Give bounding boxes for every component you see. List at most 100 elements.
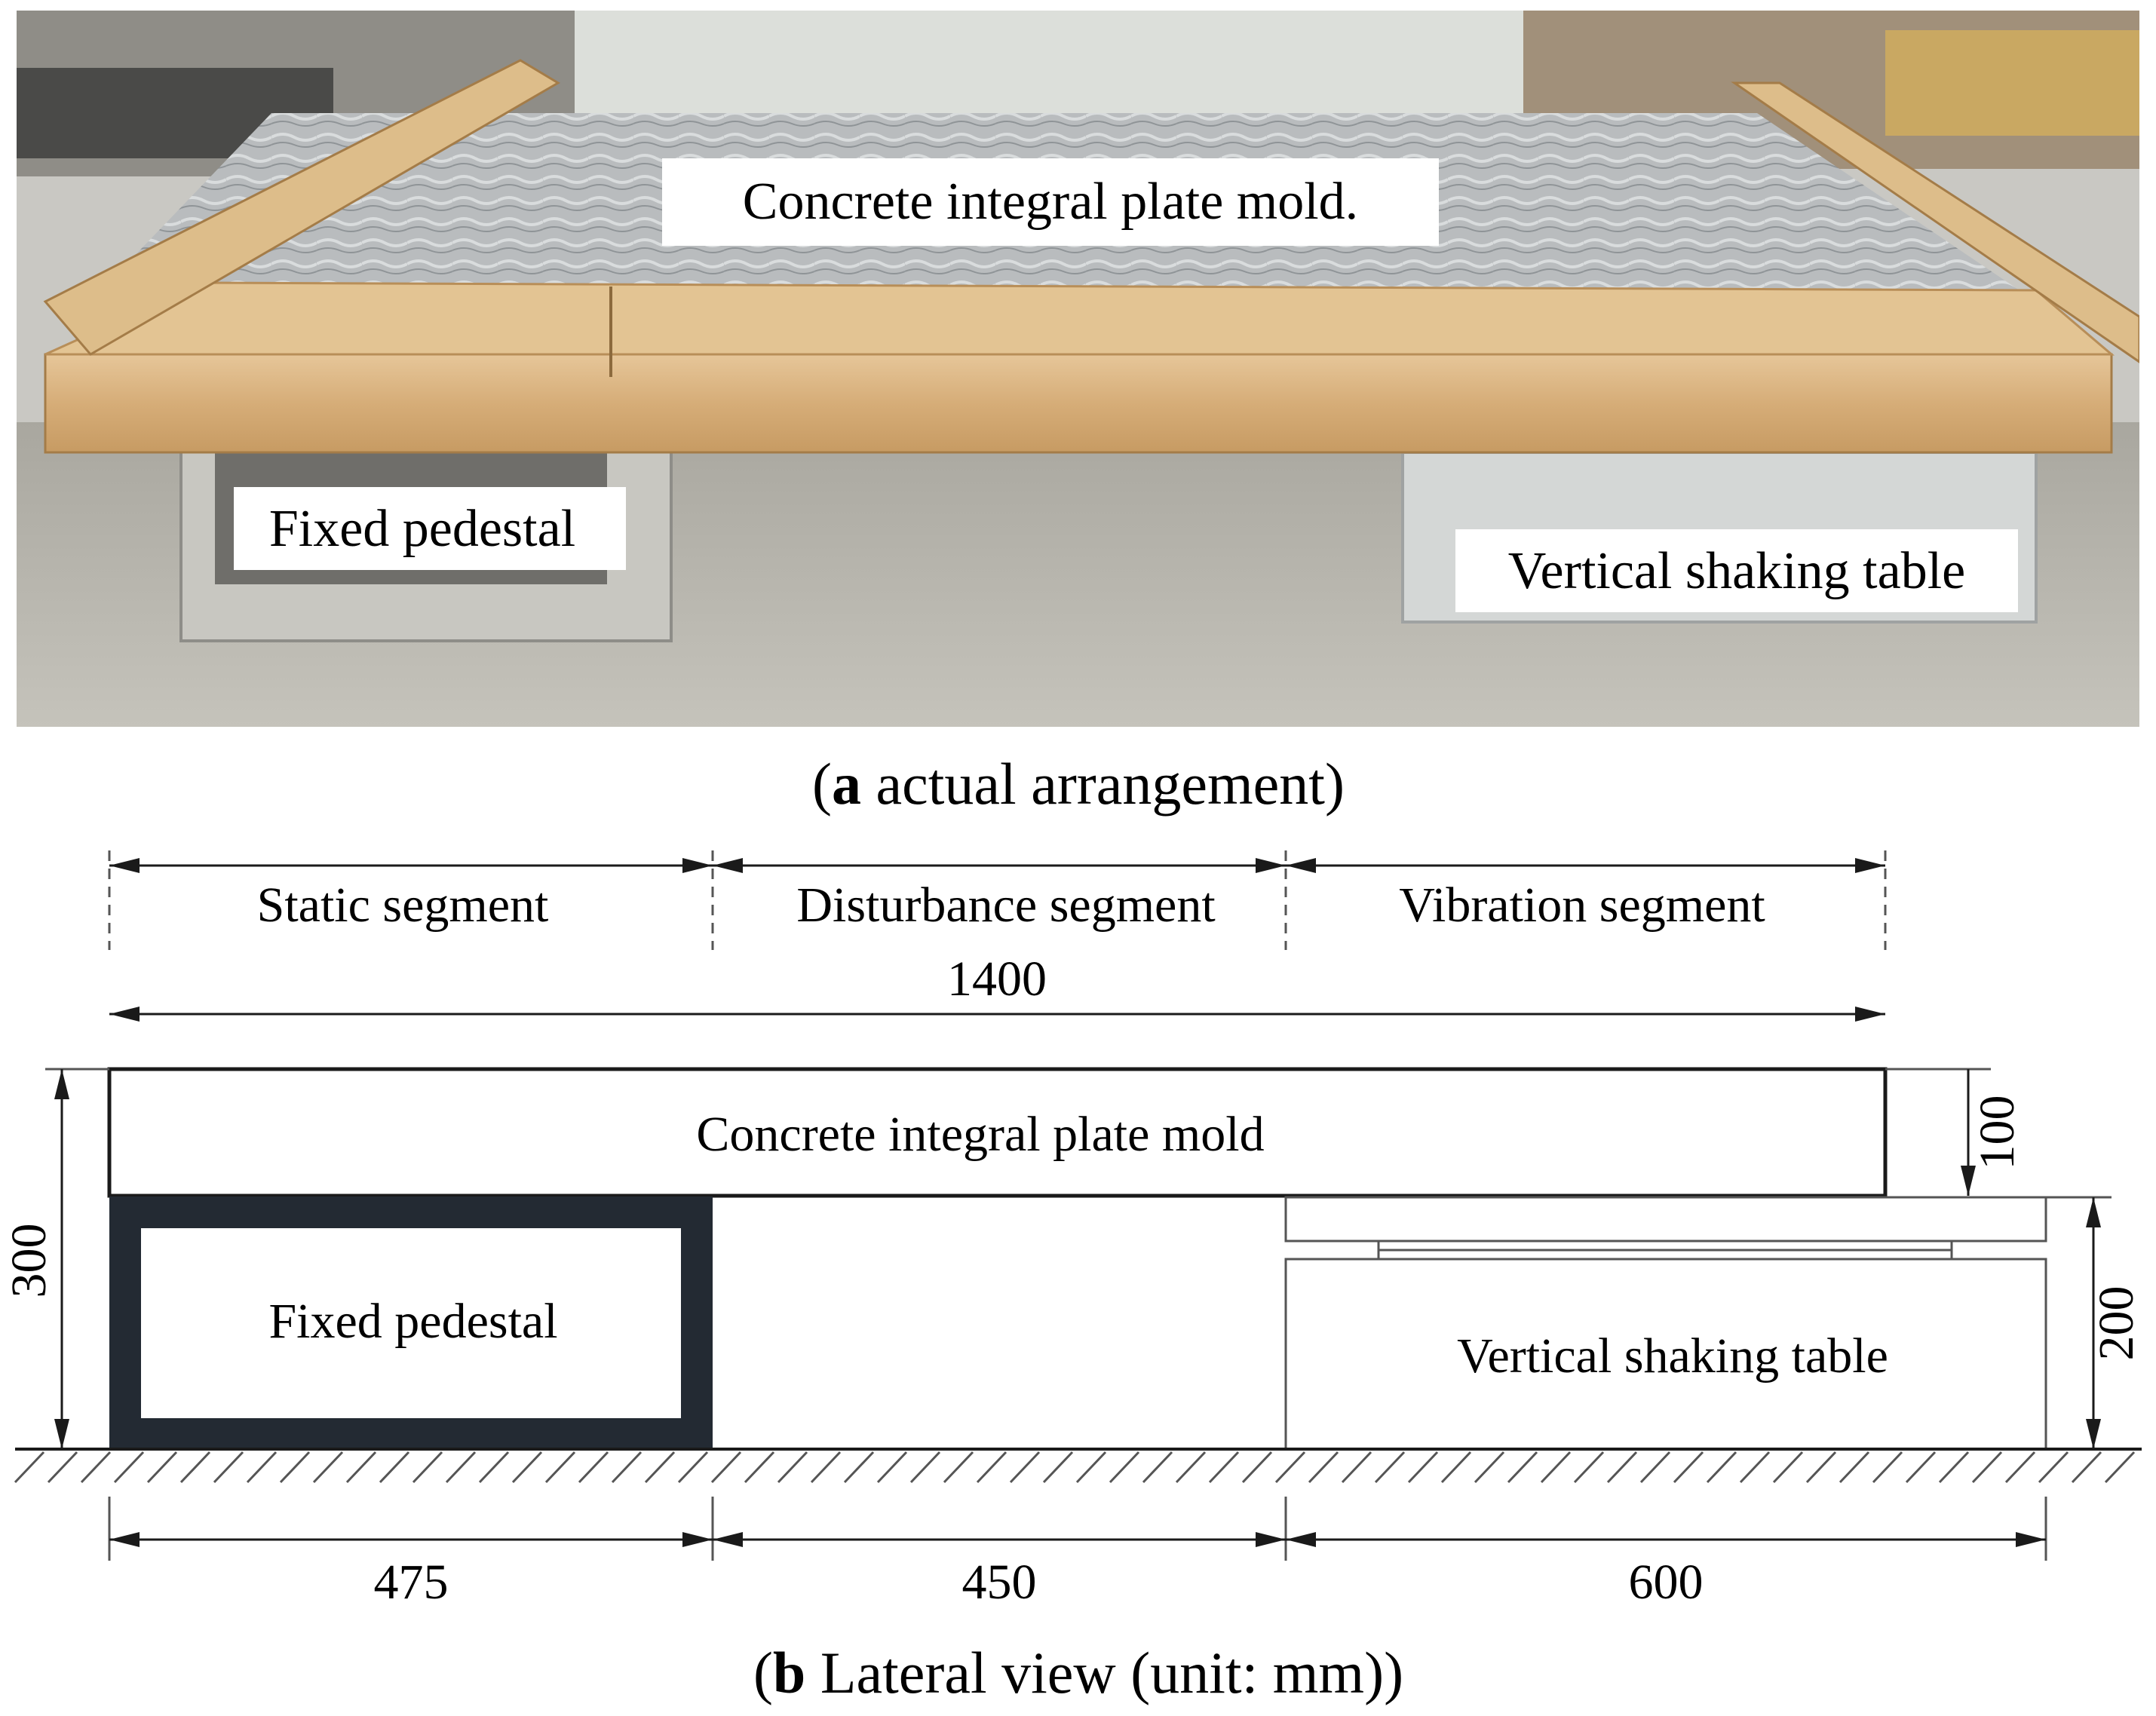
ground-hatch-mark: [1175, 1451, 1207, 1484]
fixed-pedestal-frame: [109, 1197, 713, 1450]
caption-a: (a actual arrangement): [812, 751, 1345, 817]
ground-hatch-mark: [1971, 1451, 2003, 1484]
ground-hatch-mark: [1142, 1451, 1173, 1484]
ground-hatch-mark: [1341, 1451, 1372, 1484]
plate-mold-shape: Concrete integral plate mold: [107, 1067, 1888, 1198]
caption-a-letter: a: [832, 751, 861, 817]
photo-label-plate-text: Concrete integral plate mold.: [743, 173, 1358, 231]
ground-hatch-mark: [1507, 1451, 1538, 1484]
ground-hatch-mark: [2004, 1451, 2036, 1484]
ground-hatch-mark: [1772, 1451, 1804, 1484]
ground-hatch-mark: [1407, 1451, 1439, 1484]
caption-b-text: Lateral view (unit: mm): [805, 1640, 1384, 1705]
ground-hatch-mark: [1805, 1451, 1837, 1484]
ground-hatch-mark: [1474, 1451, 1505, 1484]
fixed-pedestal-shape: Fixed pedestal: [109, 1197, 713, 1450]
ground-hatch-mark: [578, 1451, 609, 1484]
ground-hatch-mark: [213, 1451, 244, 1484]
table-height-value: 200: [2089, 1286, 2144, 1361]
ground-hatch-mark: [1009, 1451, 1041, 1484]
ground-hatch-mark: [777, 1451, 808, 1484]
ground-hatch-mark: [611, 1451, 643, 1484]
mold-right-beam: [1731, 81, 2139, 363]
height-dimensions: 300 100 200: [2, 1068, 2144, 1449]
ground-hatch-mark: [1938, 1451, 1970, 1484]
gap-length-value: 450: [962, 1555, 1037, 1610]
shaking-table-shape: Vertical shaking table: [1284, 1196, 2047, 1451]
ground-hatch-mark: [179, 1451, 211, 1484]
ground-hatch-mark: [2038, 1451, 2069, 1484]
ground-hatch-mark: [478, 1451, 510, 1484]
caption-a-text: actual arrangement: [861, 751, 1325, 817]
photo-label-pedestal-text: Fixed pedestal: [269, 500, 575, 558]
ground-hatch-mark: [14, 1451, 45, 1484]
ground-hatch-mark: [876, 1451, 908, 1484]
static-segment-label: Static segment: [257, 878, 549, 933]
shaking-table-label: Vertical shaking table: [1457, 1328, 1888, 1384]
ground-hatch-mark: [80, 1451, 112, 1484]
ground-hatch-mark: [1241, 1451, 1273, 1484]
ground-hatch-mark: [1872, 1451, 1903, 1484]
ground-hatch-mark: [1042, 1451, 1074, 1484]
total-length-value: 1400: [947, 951, 1047, 1007]
ground-hatch-mark: [146, 1451, 178, 1484]
mold-left-beam: [43, 59, 560, 356]
ground-hatch-mark: [312, 1451, 344, 1484]
ground-hatch: [14, 1451, 2136, 1484]
photo-panel: [17, 11, 2139, 727]
photo-label-plate: Concrete integral plate mold.: [662, 158, 1439, 246]
photo-label-table-text: Vertical shaking table: [1508, 542, 1965, 600]
segment-dimension-row: Static segment Disturbance segment Vibra…: [108, 850, 1887, 950]
ground-hatch-mark: [1440, 1451, 1472, 1484]
ground-hatch-mark: [744, 1451, 775, 1484]
ground-hatch-mark: [412, 1451, 443, 1484]
ground-hatch-mark: [445, 1451, 477, 1484]
caption-b-letter: b: [773, 1640, 805, 1705]
plate-mold-label: Concrete integral plate mold: [696, 1107, 1264, 1162]
plate-mold-rect: [107, 1067, 1888, 1198]
ground-hatch-mark: [47, 1451, 78, 1484]
ground-hatch-mark: [1706, 1451, 1737, 1484]
total-height-value: 300: [2, 1224, 57, 1298]
ground-hatch-mark: [544, 1451, 576, 1484]
photo-label-pedestal: Fixed pedestal: [234, 487, 626, 570]
ground-hatch-mark: [1639, 1451, 1671, 1484]
disturbance-segment-label: Disturbance segment: [796, 878, 1215, 933]
plate-thickness-value: 100: [1970, 1095, 2025, 1170]
total-length-dimension: 1400: [109, 951, 1885, 1022]
mold-front-top-edge: [44, 281, 2115, 356]
ground-hatch-mark: [1540, 1451, 1572, 1484]
ground-hatch-mark: [246, 1451, 278, 1484]
background-right-box: [1885, 30, 2139, 136]
pedestal-length-value: 475: [374, 1555, 449, 1610]
ground-hatch-mark: [345, 1451, 377, 1484]
ground-hatch-mark: [1839, 1451, 1870, 1484]
caption-b: (b Lateral view (unit: mm)): [753, 1640, 1403, 1705]
ground-hatch-mark: [644, 1451, 676, 1484]
ground-hatch-mark: [511, 1451, 543, 1484]
ground-hatch-mark: [710, 1451, 742, 1484]
bottom-dimension-row: 475 450 600: [108, 1497, 2047, 1610]
shaking-table-top-plate: [1284, 1196, 2047, 1243]
ground-hatch-mark: [1308, 1451, 1339, 1484]
ground-hatch-mark: [810, 1451, 842, 1484]
ground-hatch-mark: [1109, 1451, 1140, 1484]
table-length-value: 600: [1629, 1555, 1704, 1610]
ground-hatch-mark: [2104, 1451, 2136, 1484]
ground-hatch-mark: [379, 1451, 410, 1484]
ground-hatch-mark: [1374, 1451, 1406, 1484]
ground-hatch-mark: [1208, 1451, 1240, 1484]
ground-hatch-mark: [1573, 1451, 1605, 1484]
ground-hatch-mark: [1606, 1451, 1638, 1484]
ground-hatch-mark: [1274, 1451, 1306, 1484]
ground-hatch-mark: [843, 1451, 875, 1484]
ground-hatch-mark: [943, 1451, 974, 1484]
ground-hatch-mark: [1905, 1451, 1937, 1484]
photo-label-table: Vertical shaking table: [1455, 529, 2018, 612]
ground-hatch-mark: [113, 1451, 145, 1484]
ground-hatch-mark: [1075, 1451, 1107, 1484]
ground-hatch-mark: [1739, 1451, 1771, 1484]
ground-hatch-mark: [1673, 1451, 1704, 1484]
ground-hatch-mark: [909, 1451, 941, 1484]
